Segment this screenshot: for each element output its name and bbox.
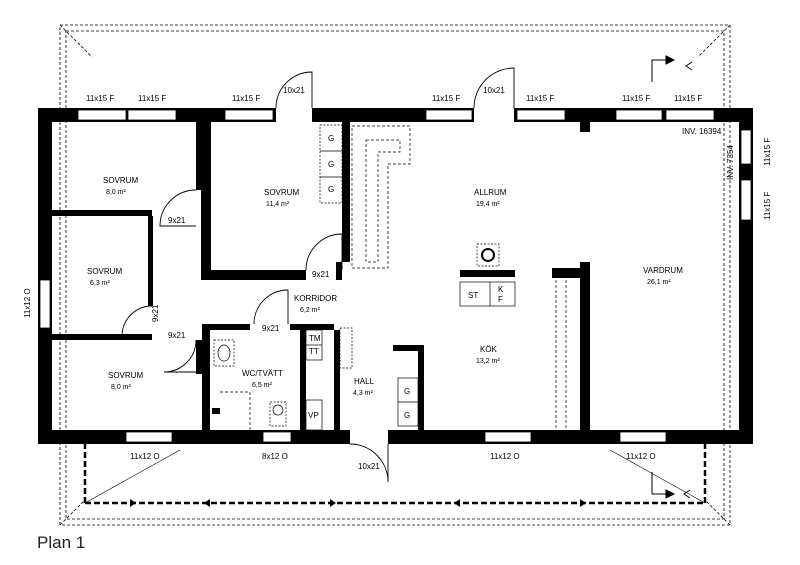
gas-label: G (404, 411, 410, 420)
door-labels: 10x21 10x21 10x21 9x21 9x21 9x21 9x21 9x… (151, 86, 505, 471)
windows (39, 109, 752, 443)
window-label: 11x15 F (674, 94, 702, 103)
window-label: 11x15 F (138, 94, 166, 103)
door-label: 9x21 (168, 216, 186, 225)
room-area: 26,1 m² (647, 279, 671, 286)
gas-label: G (328, 160, 334, 169)
room-area: 6,2 m² (300, 307, 321, 314)
room-labels: SOVRUM 8,0 m² SOVRUM 6,3 m² SOVRUM 8,0 m… (87, 176, 683, 397)
gas-label: G (328, 185, 334, 194)
section-arrow-top (651, 55, 693, 82)
inventory-number: INV. 16394 (682, 127, 722, 136)
exterior-walls (38, 108, 753, 444)
room-name: ALLRUM (474, 188, 507, 197)
room-name: SOVRUM (264, 188, 299, 197)
room-name: SOVRUM (108, 371, 143, 380)
room-name: SOVRUM (103, 176, 138, 185)
window-label: 11x15 F (622, 94, 650, 103)
room-name: SOVRUM (87, 267, 122, 276)
room-area: 19,4 m² (476, 201, 500, 208)
window-label: 11x15 F (763, 192, 772, 220)
inventory-number-vertical: INV. 7354 (726, 145, 735, 180)
room-area: 4,3 m² (353, 390, 374, 397)
terrace-rail (83, 443, 707, 507)
door-label: 9x21 (312, 270, 330, 279)
stove-label: ST (468, 291, 478, 300)
freezer-label: F (498, 295, 503, 304)
room-area: 6,5 m² (252, 382, 273, 389)
room-name: HALL (354, 377, 375, 386)
roof-outline (59, 24, 731, 526)
room-name: KORRIDOR (294, 294, 337, 303)
room-area: 11,4 m² (266, 201, 290, 208)
window-label: 11x12 O (23, 288, 32, 318)
window-label: 11x12 O (626, 452, 656, 461)
window-label: 11x15 F (432, 94, 460, 103)
section-arrow-bottom (651, 472, 691, 499)
door-label: 10x21 (483, 86, 505, 95)
door-label: 10x21 (283, 86, 305, 95)
fixtures (213, 124, 567, 431)
window-label: 11x15 F (763, 138, 772, 166)
door-label: 10x21 (358, 462, 380, 471)
window-label: 11x15 F (232, 94, 260, 103)
room-name: KÖK (480, 345, 498, 354)
room-name: WC/TVÄTT (242, 369, 283, 378)
heater-label: VP (308, 411, 319, 420)
window-label: 11x12 O (490, 452, 520, 461)
window-label: 11x15 F (86, 94, 114, 103)
fixture-labels: G G G G G ST K F TM TT VP (308, 134, 504, 420)
plan-title: Plan 1 (37, 533, 85, 552)
door-label: 9x21 (151, 304, 160, 322)
window-label: 8x12 O (262, 452, 288, 461)
room-name: VARDRUM (643, 266, 683, 275)
dryer-label: TT (309, 347, 319, 356)
room-area: 6,3 m² (90, 280, 111, 287)
door-swings (121, 67, 515, 483)
window-label: 11x15 F (526, 94, 554, 103)
door-openings (276, 107, 514, 445)
window-labels: 11x15 F 11x15 F 11x15 F 11x15 F 11x15 F … (23, 94, 772, 461)
gas-label: G (328, 134, 334, 143)
fridge-label: K (498, 285, 504, 294)
door-label: 9x21 (168, 331, 186, 340)
door-label: 9x21 (262, 324, 280, 333)
washer-label: TM (309, 334, 321, 343)
window-label: 11x12 O (130, 452, 160, 461)
gas-label: G (404, 387, 410, 396)
room-area: 13,2 m² (476, 358, 500, 365)
room-area: 8,0 m² (106, 189, 127, 196)
room-area: 8,0 m² (111, 384, 132, 391)
interior-walls (52, 122, 590, 430)
